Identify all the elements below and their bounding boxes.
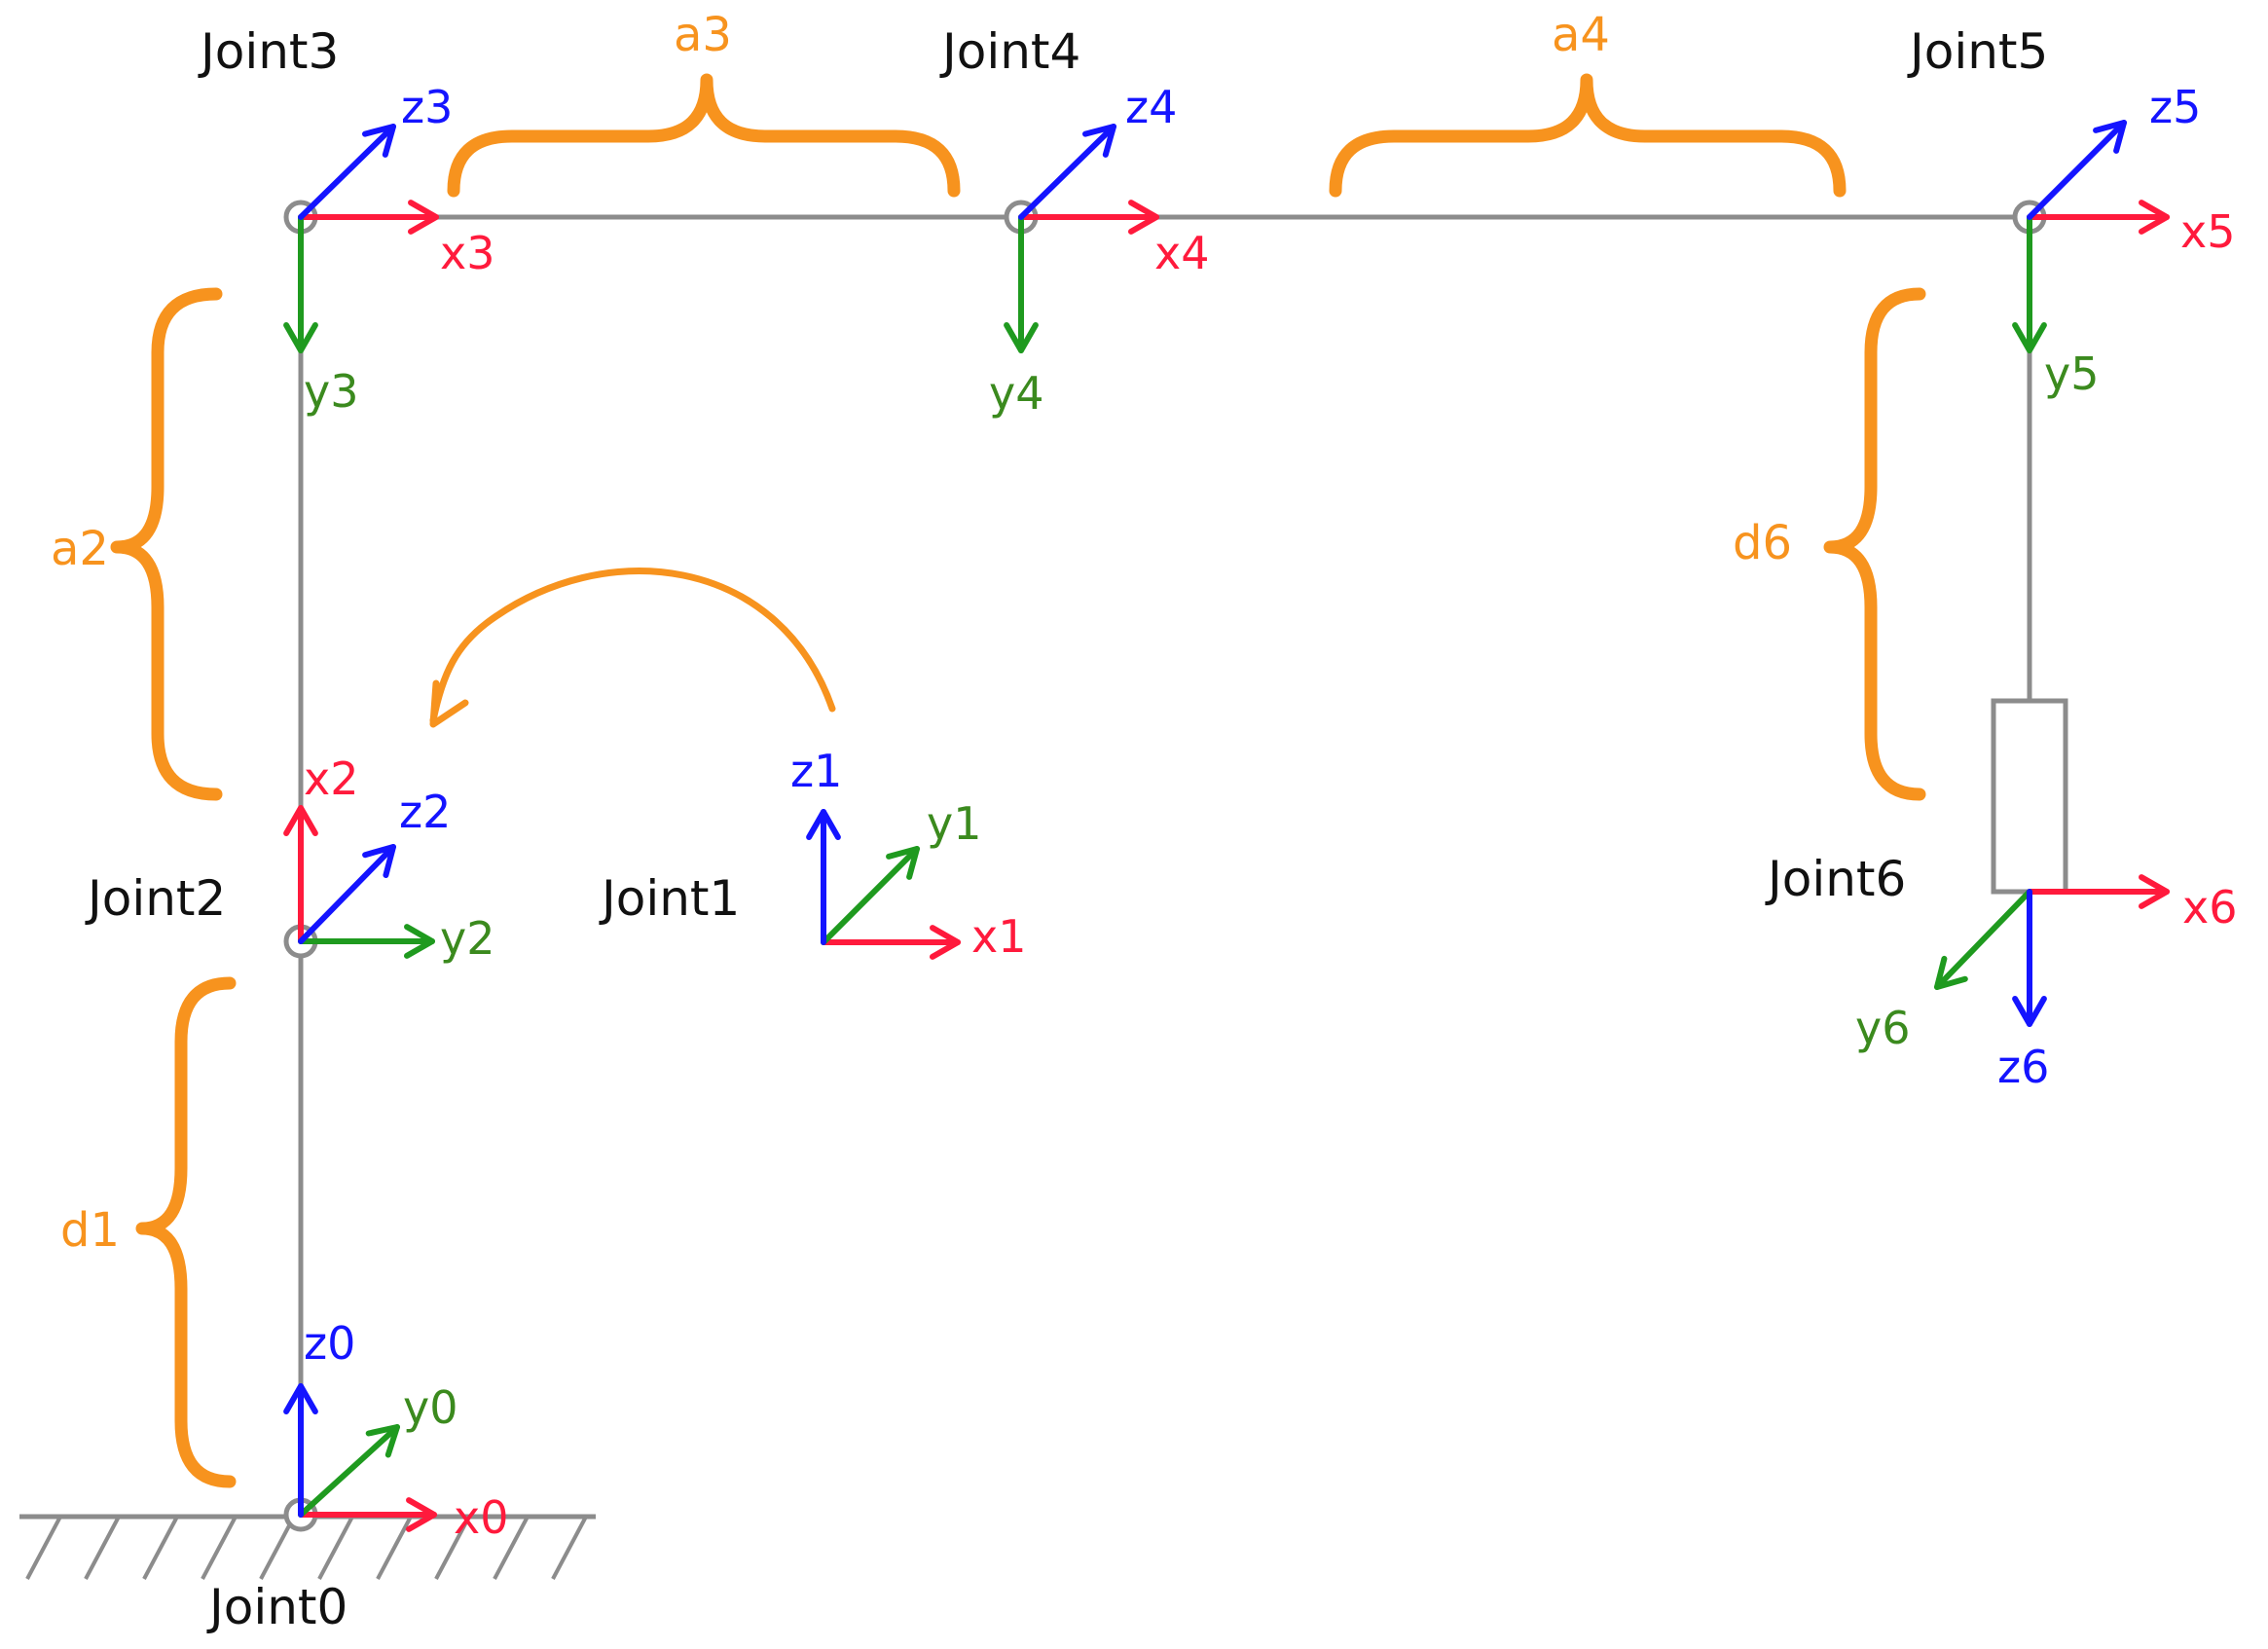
z4-axis [1018, 124, 1116, 220]
x5-axis [2027, 200, 2170, 235]
z5-axis [2027, 120, 2127, 220]
a2-label: a2 [51, 522, 109, 576]
d6-brace [1823, 287, 1926, 801]
dimension-braces [110, 73, 1926, 1488]
z6-axis [2012, 889, 2047, 1027]
joint4-label: Joint4 [939, 23, 1080, 80]
z1-label: z1 [790, 745, 842, 797]
x6-axis [2027, 874, 2170, 909]
z3-axis [298, 124, 396, 220]
x1-axis [821, 925, 961, 960]
x0-axis [298, 1497, 437, 1532]
z0-label: z0 [304, 1317, 355, 1370]
z1-axis [806, 809, 841, 945]
x1-label: x1 [971, 910, 1027, 963]
joint5-label: Joint5 [1907, 23, 2048, 80]
x0-label: x0 [454, 1491, 509, 1544]
a3-label: a3 [674, 8, 732, 62]
x3-axis [298, 200, 439, 235]
a4-brace [1329, 73, 1847, 198]
x2-axis [283, 805, 318, 944]
joint3-label: Joint3 [198, 23, 339, 80]
z3-label: z3 [401, 81, 453, 133]
y5-axis [2012, 214, 2047, 353]
joint6-label: Joint6 [1765, 851, 1906, 907]
y1-axis [821, 846, 920, 945]
y6-label: y6 [1855, 1002, 1911, 1054]
d6-label: d6 [1733, 516, 1792, 570]
y2-label: y2 [440, 912, 495, 965]
z2-label: z2 [399, 786, 451, 838]
x4-label: x4 [1154, 227, 1210, 279]
axis-labels: x0 x1 x2 x3 x4 x5 x6 y0 y1 y2 y3 y4 y5 y… [304, 81, 2238, 1544]
z4-label: z4 [1125, 81, 1177, 133]
x5-label: x5 [2180, 205, 2236, 258]
a2-brace [110, 287, 223, 801]
a3-brace [447, 73, 961, 198]
z5-label: z5 [2149, 81, 2201, 133]
joint2-label: Joint2 [85, 870, 226, 927]
y4-axis [1004, 214, 1039, 353]
joint-labels: Joint0 Joint1 Joint2 Joint3 Joint4 Joint… [85, 23, 2048, 1635]
x4-axis [1018, 200, 1159, 235]
a4-label: a4 [1552, 8, 1610, 62]
z0-axis [283, 1383, 318, 1518]
coordinate-axes [283, 120, 2170, 1532]
rotation-arc-arrowhead [429, 679, 469, 728]
x2-label: x2 [304, 752, 359, 805]
y4-label: y4 [989, 367, 1044, 420]
dimension-labels: d1 a2 a3 a4 d6 [51, 8, 1792, 1258]
y3-label: y3 [304, 365, 359, 418]
y1-label: y1 [927, 797, 982, 850]
rotation-arc [429, 568, 836, 724]
y5-label: y5 [2044, 348, 2100, 400]
y3-axis [283, 214, 318, 353]
x3-label: x3 [440, 227, 495, 279]
y2-axis [298, 924, 435, 959]
y0-axis [298, 1424, 400, 1518]
y6-axis [1934, 889, 2032, 990]
joint1-label: Joint1 [599, 870, 740, 927]
z6-label: z6 [1997, 1041, 2049, 1093]
z2-axis [298, 844, 396, 944]
d1-label: d1 [60, 1203, 120, 1258]
d1-brace [135, 976, 237, 1488]
end-effector-tool [1991, 698, 2068, 895]
y0-label: y0 [403, 1381, 458, 1434]
joint0-label: Joint0 [206, 1579, 348, 1635]
x6-label: x6 [2182, 881, 2238, 934]
